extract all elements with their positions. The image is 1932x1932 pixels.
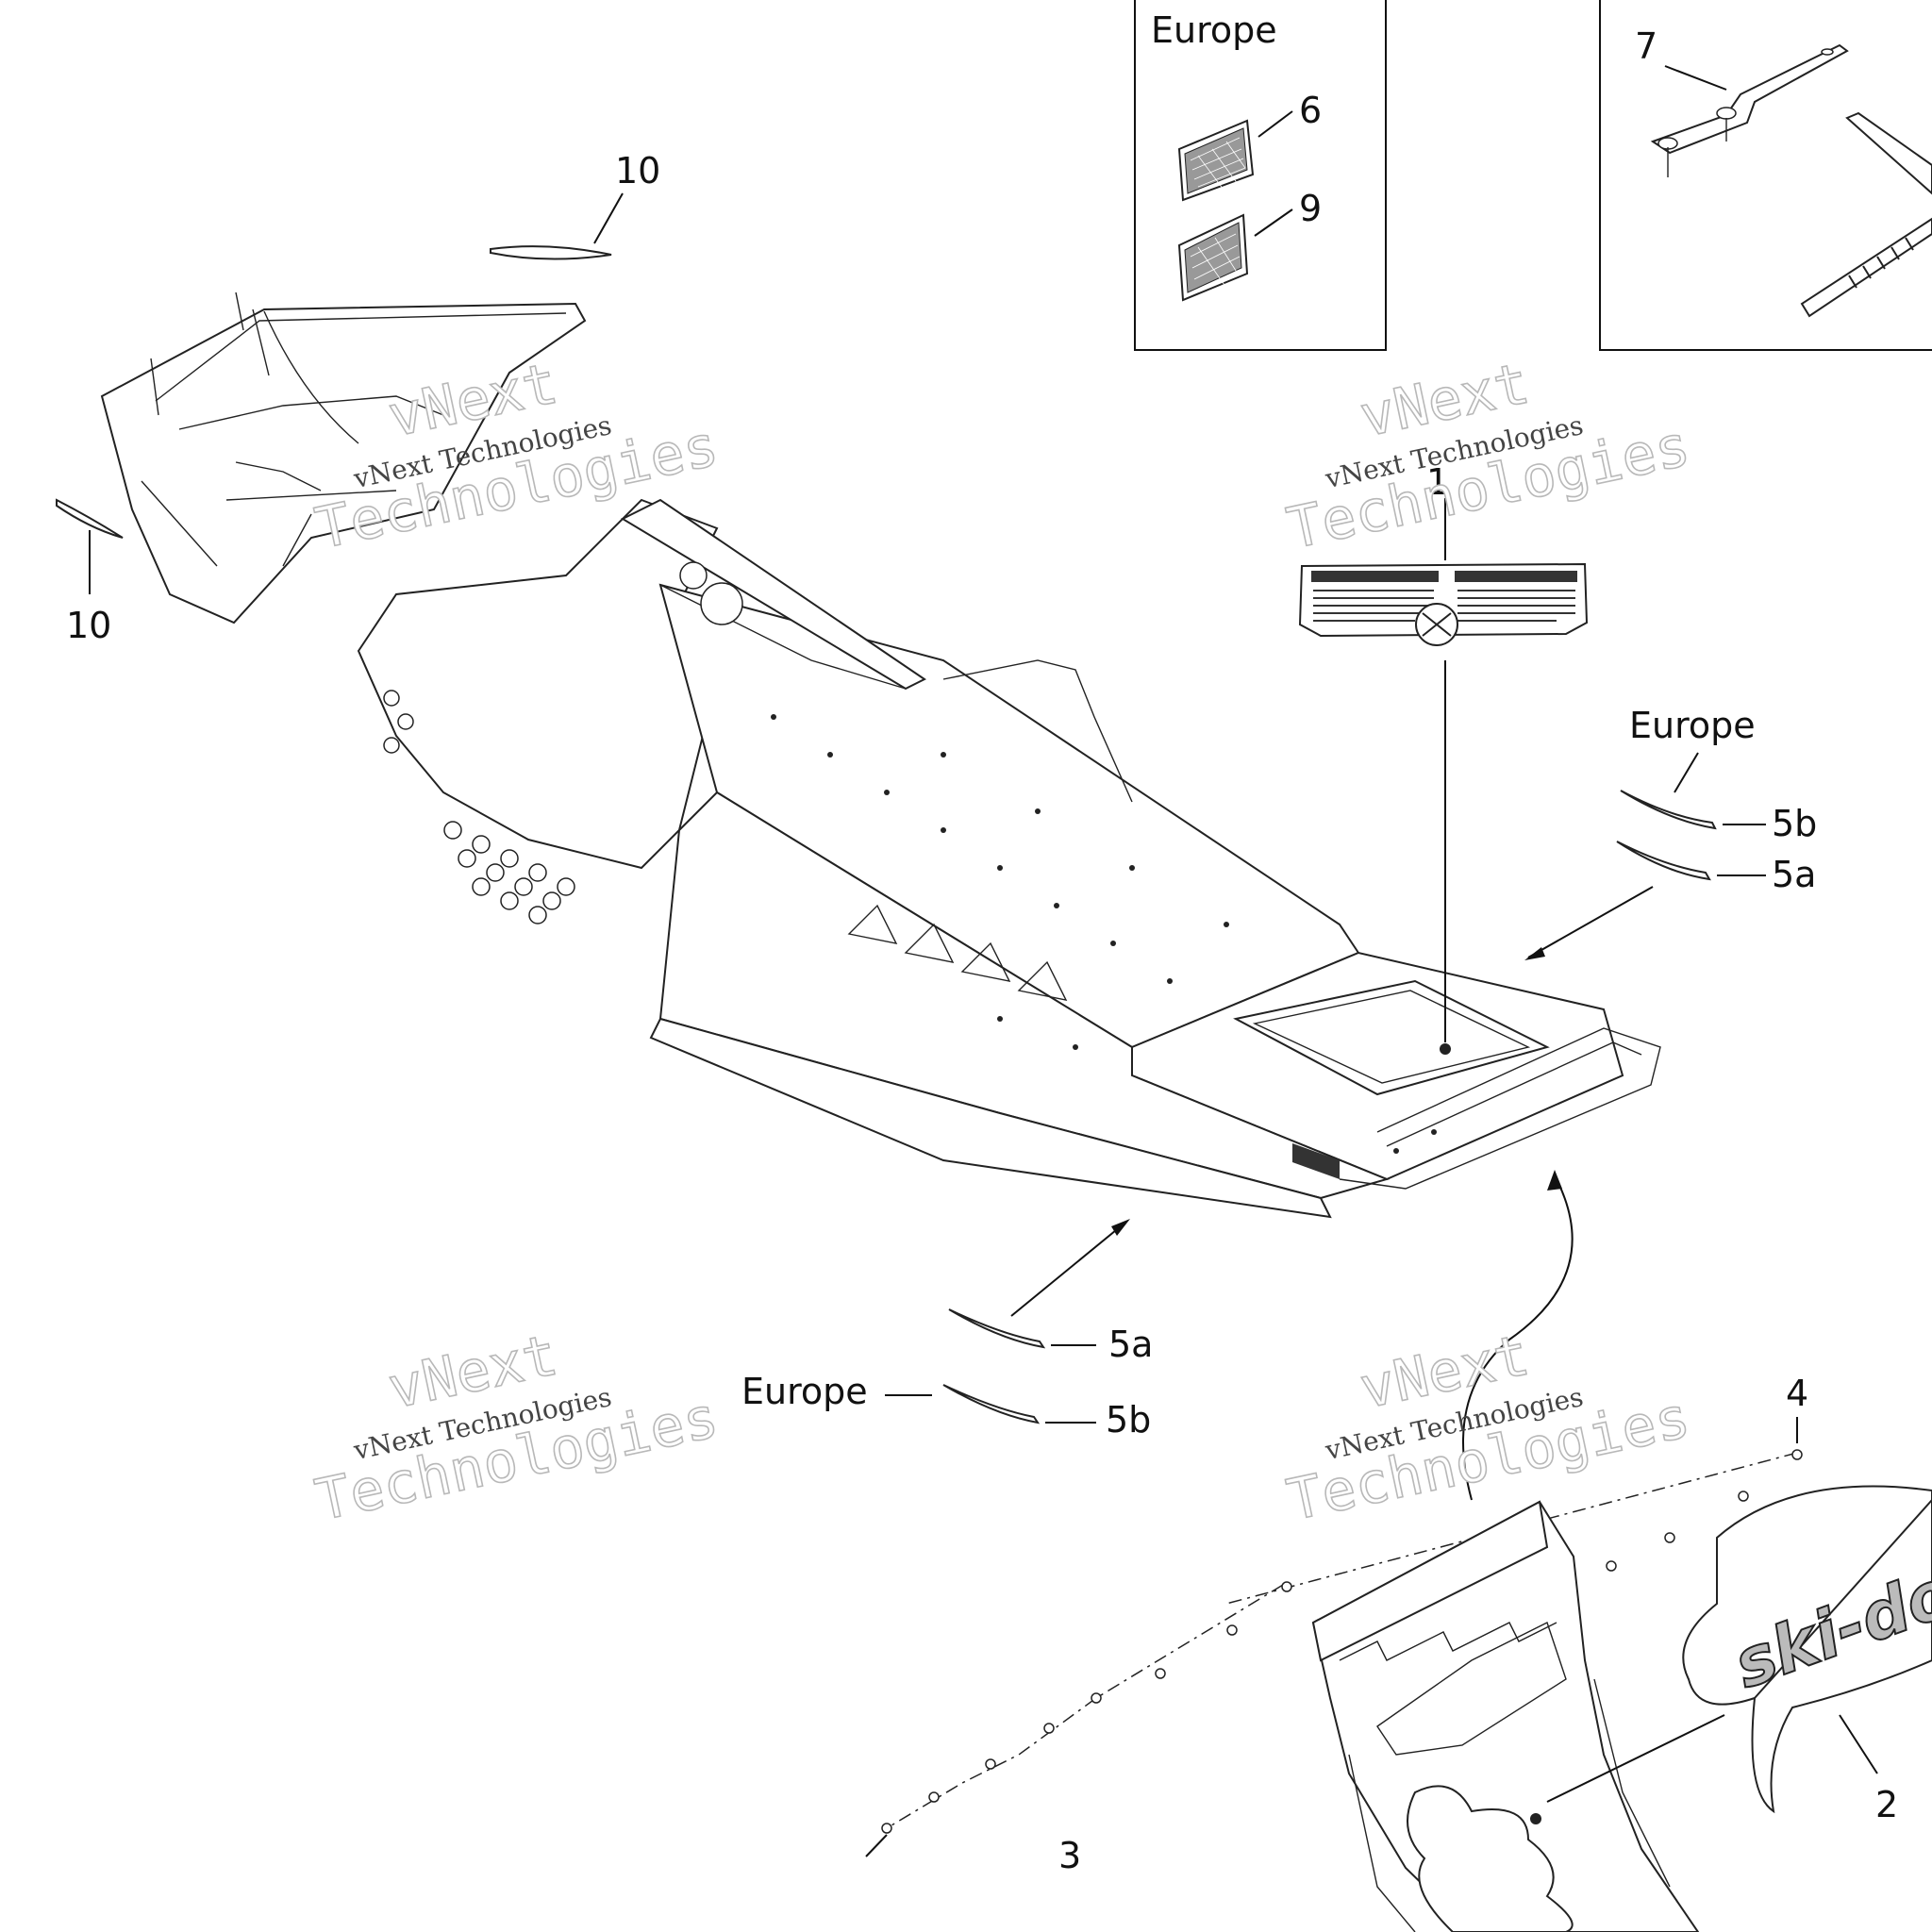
- europe-inset-label: Europe: [1151, 9, 1277, 51]
- callout-5a-bottom: 5a: [1108, 1324, 1153, 1365]
- europe-label-bottom: Europe: [741, 1371, 868, 1412]
- callout-4: 4: [1786, 1373, 1808, 1414]
- snow-flap-part: [1311, 1500, 1700, 1932]
- trim-strip-part-10-top: [490, 245, 612, 260]
- tunnel-rivets: [771, 714, 1437, 1154]
- decal-part-5b-right: [1620, 790, 1717, 830]
- callout-10-left: 10: [66, 605, 111, 646]
- watermark-bottom-left: vNext vNext Technologies Technologies: [309, 1322, 724, 1535]
- brand-logo-part-2: ski-doo: [1682, 1485, 1932, 1814]
- chassis-tunnel-part: [357, 498, 1661, 1219]
- callout-9: 9: [1299, 188, 1322, 229]
- callout-1: 1: [1426, 461, 1449, 503]
- callout-5b-right: 5b: [1772, 803, 1817, 844]
- watermark-top-right: vNext vNext Technologies Technologies: [1281, 350, 1696, 563]
- bracket-part-7: [1650, 43, 1849, 177]
- chassis-holes: [383, 561, 743, 924]
- watermark-bottom-right: vNext vNext Technologies Technologies: [1281, 1322, 1696, 1535]
- callout-5a-right: 5a: [1772, 854, 1816, 895]
- rivets-part-4: [1606, 1449, 1803, 1572]
- callout-6: 6: [1299, 90, 1322, 131]
- decal-part-5a-right: [1616, 841, 1711, 881]
- rivets-part-3: [881, 1581, 1292, 1834]
- callout-7: 7: [1635, 25, 1657, 67]
- warning-label-part-1: [1298, 562, 1589, 646]
- callout-5b-bottom: 5b: [1106, 1399, 1151, 1441]
- hardware-inset-box: 7: [1599, 0, 1932, 351]
- callout-3: 3: [1058, 1835, 1081, 1876]
- callout-2: 2: [1875, 1784, 1898, 1825]
- trim-strip-part-10-left: [56, 498, 124, 539]
- front-hood-part: [100, 291, 587, 625]
- decal-part-5a-bottom: [948, 1308, 1046, 1349]
- vent-grille-part-9: [1177, 213, 1249, 302]
- europe-inset-box: Europe 6 9: [1134, 0, 1387, 351]
- europe-label-right: Europe: [1629, 705, 1756, 746]
- vent-grille-part-6: [1177, 119, 1255, 202]
- cable-part: [1800, 111, 1932, 318]
- callout-10-top: 10: [615, 150, 660, 192]
- decal-part-5b-bottom: [942, 1384, 1041, 1424]
